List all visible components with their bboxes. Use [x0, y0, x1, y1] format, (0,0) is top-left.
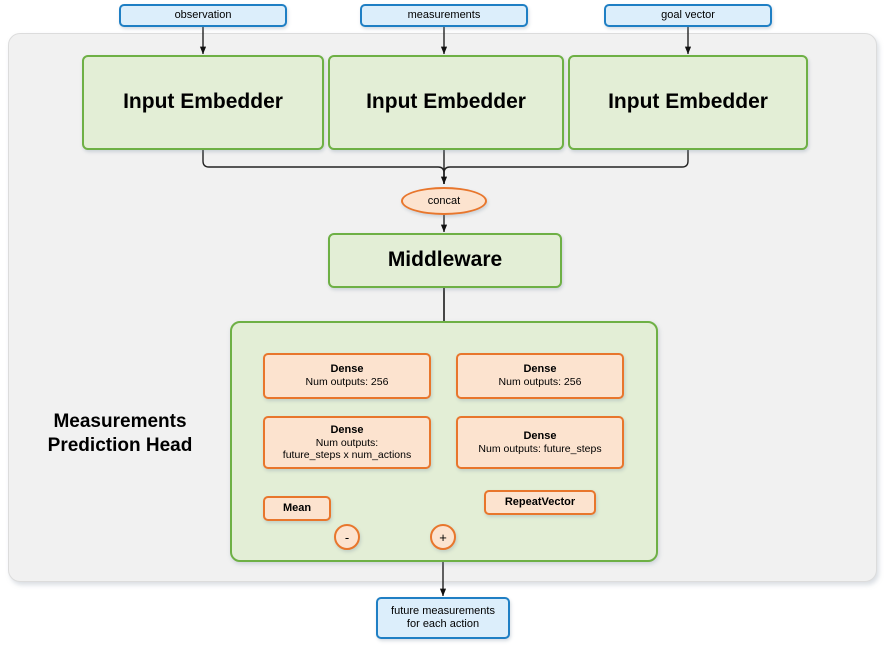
- output-box-future-measurements[interactable]: future measurements for each action: [376, 597, 510, 639]
- concat-node[interactable]: concat: [401, 187, 487, 215]
- input-embedder-goal-vector-label: Input Embedder: [608, 90, 768, 114]
- subtract-operator-label: -: [344, 529, 350, 545]
- add-operator-label: +: [439, 529, 447, 545]
- input-box-measurements[interactable]: measurements: [360, 4, 528, 27]
- measurements-prediction-head-title: Measurements Prediction Head: [20, 410, 220, 459]
- input-box-observation[interactable]: observation: [119, 4, 287, 27]
- dense-left-1[interactable]: Dense Num outputs: 256: [263, 353, 431, 399]
- repeat-vector-label: RepeatVector: [504, 496, 576, 509]
- dense-right-1[interactable]: Dense Num outputs: 256: [456, 353, 624, 399]
- dense-left-1-line-1: Num outputs: 256: [305, 376, 389, 389]
- input-embedder-observation-label: Input Embedder: [123, 90, 283, 114]
- dense-right-2-line-1: Num outputs: future_steps: [478, 442, 602, 455]
- dense-right-1-title: Dense: [523, 363, 557, 376]
- add-operator-node[interactable]: +: [430, 524, 456, 550]
- middleware-label: Middleware: [387, 248, 503, 272]
- dense-right-2[interactable]: Dense Num outputs: future_steps: [456, 416, 624, 469]
- dense-right-1-line-1: Num outputs: 256: [498, 376, 582, 389]
- input-box-observation-label: observation: [174, 9, 232, 22]
- head-title-line-2: Prediction Head: [47, 435, 193, 457]
- dense-left-2-title: Dense: [330, 423, 364, 436]
- output-line-2: for each action: [406, 618, 480, 630]
- input-embedder-goal-vector[interactable]: Input Embedder: [568, 55, 808, 150]
- input-box-measurements-label: measurements: [407, 9, 481, 22]
- dense-left-2-line-2: future_steps x num_actions: [282, 448, 412, 461]
- dense-left-2[interactable]: Dense Num outputs: future_steps x num_ac…: [263, 416, 431, 469]
- dense-left-1-title: Dense: [330, 363, 364, 376]
- concat-node-label: concat: [427, 195, 461, 207]
- input-embedder-observation[interactable]: Input Embedder: [82, 55, 324, 150]
- input-box-goal-vector-label: goal vector: [661, 9, 715, 22]
- middleware-block[interactable]: Middleware: [328, 233, 562, 288]
- head-title-line-1: Measurements: [53, 411, 187, 432]
- mean-label: Mean: [282, 502, 312, 515]
- input-box-goal-vector[interactable]: goal vector: [604, 4, 772, 27]
- input-embedder-measurements-label: Input Embedder: [366, 90, 526, 114]
- input-embedder-measurements[interactable]: Input Embedder: [328, 55, 564, 150]
- subtract-operator-node[interactable]: -: [334, 524, 360, 550]
- dense-left-2-line-1: Num outputs:: [315, 436, 379, 449]
- output-line-1: future measurements: [391, 605, 495, 618]
- dense-right-2-title: Dense: [523, 429, 557, 442]
- mean-block[interactable]: Mean: [263, 496, 331, 521]
- repeat-vector-block[interactable]: RepeatVector: [484, 490, 596, 515]
